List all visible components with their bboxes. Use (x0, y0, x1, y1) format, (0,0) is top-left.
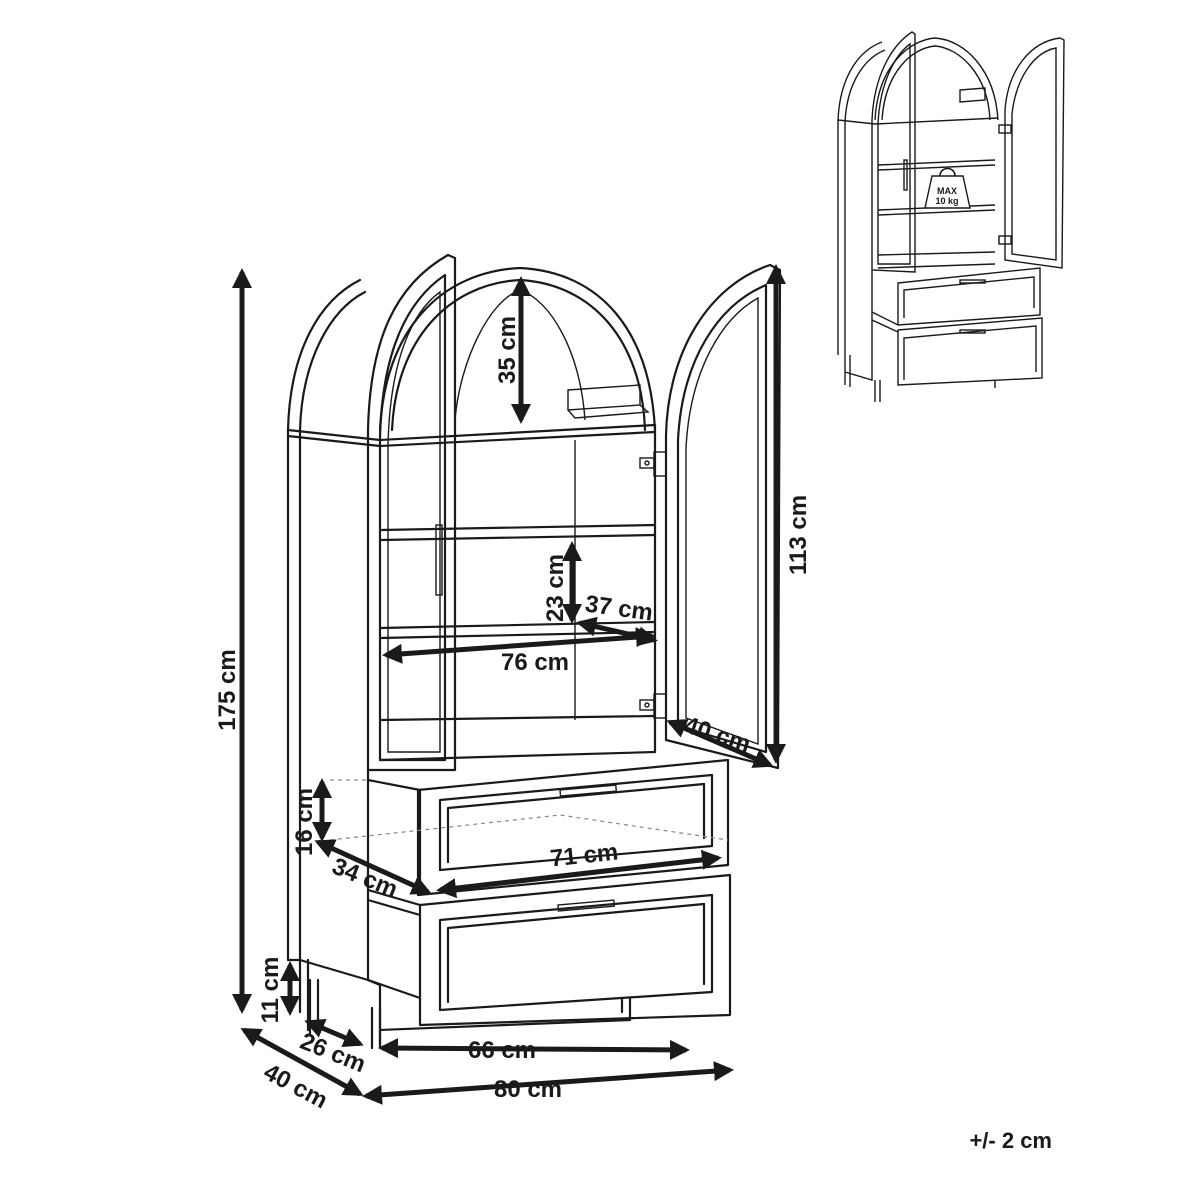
label-arch-height: 35 cm (494, 316, 521, 384)
label-drawer-width: 71 cm (549, 839, 620, 873)
label-drawer-height: 16 cm (291, 788, 318, 856)
dimension-arrows (232, 264, 786, 1105)
drawers (298, 758, 732, 1050)
label-shelf-gap: 23 cm (542, 554, 569, 622)
drawer-handle-icon (557, 899, 616, 912)
right-door (639, 263, 782, 770)
label-shelf-width: 76 cm (501, 649, 569, 676)
hinge-icon (639, 451, 667, 477)
tolerance-note: +/- 2 cm (969, 1128, 1052, 1153)
drawer-handle-icon (559, 784, 618, 797)
inset-view: MAX 10 kg (837, 31, 1065, 402)
label-total-depth: 40 cm (259, 1058, 332, 1114)
door-handle-icon (435, 524, 443, 596)
left-door (366, 253, 457, 772)
weight-icon: MAX 10 kg (924, 167, 971, 209)
label-leg-width: 66 cm (468, 1037, 536, 1064)
label-total-height: 175 cm (214, 649, 241, 730)
hinge-icon (639, 693, 667, 719)
label-leg-height: 11 cm (257, 957, 284, 1024)
label-drawer-depth: 34 cm (328, 853, 401, 904)
label-cabinet-height: 113 cm (785, 495, 812, 575)
label-leg-depth: 26 cm (296, 1028, 369, 1079)
weight-label-line2: 10 kg (935, 196, 958, 206)
weight-label-line1: MAX (937, 186, 957, 196)
label-total-width: 80 cm (494, 1076, 562, 1103)
label-door-width: 40 cm (681, 712, 754, 759)
label-shelf-depth: 37 cm (583, 590, 654, 626)
